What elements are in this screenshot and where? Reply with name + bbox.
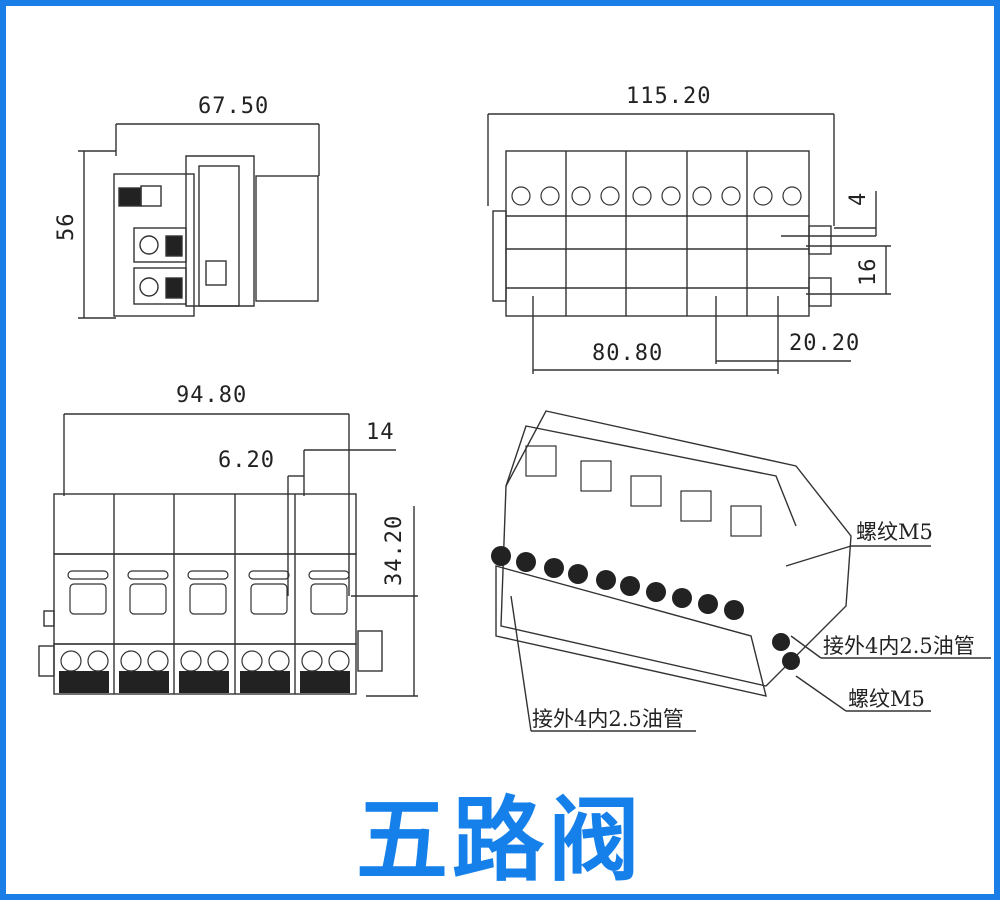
side-height-dim: 56 <box>54 212 79 242</box>
note-tube-left: 接外4内2.5油管 <box>532 707 684 731</box>
front-width-dim: 94.80 <box>176 383 248 408</box>
technical-drawing <box>38 113 991 732</box>
note-thread-bottom: 螺纹M5 <box>848 687 925 711</box>
side-view <box>78 123 320 319</box>
front-view <box>38 413 418 697</box>
note-thread-top: 螺纹M5 <box>856 520 933 544</box>
top-view <box>487 113 891 374</box>
front-dim-6: 6.20 <box>218 448 275 473</box>
page-title: 五路阀 <box>355 787 644 894</box>
front-height-dim: 34.20 <box>382 514 407 586</box>
top-dim-80: 80.80 <box>592 341 664 366</box>
top-dim-16: 16 <box>856 257 881 287</box>
top-dim-4: 4 <box>846 191 871 206</box>
top-width-dim: 115.20 <box>626 84 712 109</box>
front-dim-14: 14 <box>366 420 395 445</box>
top-dim-20: 20.20 <box>789 331 861 356</box>
note-tube-right: 接外4内2.5油管 <box>823 634 975 658</box>
side-width-dim: 67.50 <box>198 94 270 119</box>
isometric-view <box>491 410 991 732</box>
